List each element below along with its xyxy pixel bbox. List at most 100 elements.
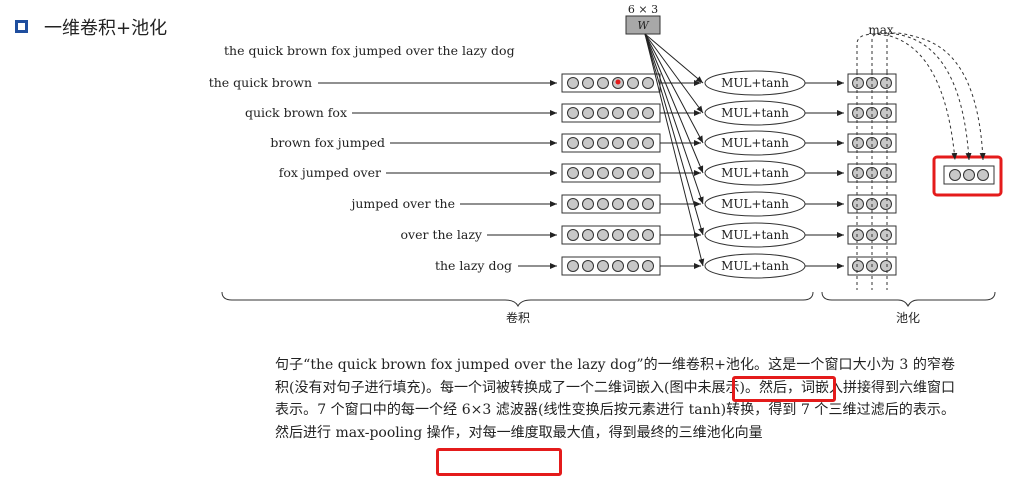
window-vector-cell <box>597 198 609 210</box>
mul-tanh-label: MUL+tanh <box>721 228 789 242</box>
filter-to-op-arrow <box>644 33 704 236</box>
window-vector-cell <box>567 107 579 119</box>
conv-label: 卷积 <box>506 310 530 325</box>
filter-w-label: W <box>637 19 650 32</box>
filtered-vector-cell <box>852 137 864 149</box>
window-label: the quick brown <box>209 75 312 90</box>
filter-to-op-arrow <box>644 33 705 267</box>
window-label: quick brown fox <box>245 105 347 120</box>
window-label: fox jumped over <box>279 165 381 180</box>
mul-tanh-label: MUL+tanh <box>721 197 789 211</box>
filtered-vector-cell <box>880 260 892 272</box>
filtered-vector-cell <box>866 77 878 89</box>
window-vector-cell <box>582 137 594 149</box>
window-vector-cell <box>627 260 639 272</box>
highlight-pooled-vector <box>436 448 562 476</box>
window-vector-cell <box>597 229 609 241</box>
window-vector-cell <box>597 107 609 119</box>
window-vector-cell <box>627 229 639 241</box>
window-vector-cell <box>612 137 624 149</box>
window-vector-cell <box>567 137 579 149</box>
filter-size-label: 6 × 3 <box>628 3 658 16</box>
window-vector-cell <box>612 198 624 210</box>
mul-tanh-label: MUL+tanh <box>721 76 789 90</box>
filter-to-op-arrow <box>644 33 704 114</box>
window-vector-cell <box>627 137 639 149</box>
window-vector-cell <box>642 229 654 241</box>
window-label: brown fox jumped <box>270 135 385 150</box>
filtered-vector-cell <box>880 77 892 89</box>
filter-to-op-arrow <box>644 33 704 84</box>
window-vector-cell <box>567 229 579 241</box>
pool-label: 池化 <box>896 311 920 325</box>
caption-text: 句子“the quick brown fox jumped over the l… <box>275 357 955 441</box>
window-vector-cell <box>597 137 609 149</box>
window-vector-cell <box>582 167 594 179</box>
figure-caption: 句子“the quick brown fox jumped over the l… <box>275 354 955 444</box>
window-vector-cell <box>567 260 579 272</box>
pool-brace <box>821 291 996 308</box>
window-vector-cell <box>612 107 624 119</box>
filtered-vector-cell <box>866 167 878 179</box>
window-vector-cell <box>642 137 654 149</box>
pooled-vector-cell <box>977 169 989 181</box>
window-vector-cell <box>642 77 654 89</box>
pooled-vector-cell <box>949 169 961 181</box>
window-vector-cell <box>627 167 639 179</box>
bullet-square-icon <box>15 20 28 33</box>
window-vector-cell <box>627 107 639 119</box>
window-vector-cell <box>567 198 579 210</box>
window-vector-cell <box>582 260 594 272</box>
max-pool-arrows <box>856 32 986 161</box>
window-vector-cell <box>567 167 579 179</box>
window-vector-cell <box>627 198 639 210</box>
max-label: max <box>868 23 894 37</box>
window-vector-cell <box>582 107 594 119</box>
window-vector-cell <box>597 260 609 272</box>
filter-to-op-arrow <box>644 33 704 144</box>
pooled-vector-cell <box>963 169 975 181</box>
mul-tanh-label: MUL+tanh <box>721 259 789 273</box>
convolution-pooling-diagram: the quick brown fox jumped over the lazy… <box>209 3 1003 325</box>
window-vector-cell <box>582 77 594 89</box>
filter-w-box <box>625 15 661 35</box>
mul-tanh-label: MUL+tanh <box>721 106 789 120</box>
filtered-vector-cell <box>852 198 864 210</box>
filtered-vector-cell <box>866 107 878 119</box>
filtered-vector-cell <box>880 229 892 241</box>
window-vector-cell <box>642 198 654 210</box>
window-vector-cell <box>612 260 624 272</box>
filter-to-op-arrow <box>644 33 704 174</box>
filtered-vector-cell <box>880 107 892 119</box>
filtered-vector-cell <box>880 167 892 179</box>
window-vector-cell <box>612 229 624 241</box>
slide-heading: 一维卷积+池化 <box>44 18 168 39</box>
conv-brace <box>221 291 814 308</box>
window-vector-cell <box>597 167 609 179</box>
mul-tanh-label: MUL+tanh <box>721 136 789 150</box>
window-vector-cell <box>612 167 624 179</box>
full-sentence: the quick brown fox jumped over the lazy… <box>224 43 515 58</box>
filtered-vector-cell <box>866 137 878 149</box>
filtered-vector-cell <box>852 77 864 89</box>
window-vector-cell <box>582 198 594 210</box>
window-vector-cell <box>642 260 654 272</box>
window-vector-cell <box>582 229 594 241</box>
window-vector-cell <box>642 167 654 179</box>
window-label: the lazy dog <box>435 258 512 273</box>
filtered-vector-cell <box>852 107 864 119</box>
mul-tanh-label: MUL+tanh <box>721 166 789 180</box>
filtered-vector-cell <box>852 260 864 272</box>
filtered-vector-cell <box>880 198 892 210</box>
window-vector-cell <box>642 107 654 119</box>
window-vector-cell <box>567 77 579 89</box>
filtered-vector-cell <box>852 229 864 241</box>
filter-to-op-arrow <box>644 33 704 205</box>
window-vector-cell <box>597 77 609 89</box>
window-label: over the lazy <box>401 227 483 242</box>
window-label: jumped over the <box>349 196 455 211</box>
window-vector-cell <box>627 77 639 89</box>
filtered-vector-cell <box>852 167 864 179</box>
filtered-vector-cell <box>880 137 892 149</box>
marked-dot <box>615 79 621 85</box>
